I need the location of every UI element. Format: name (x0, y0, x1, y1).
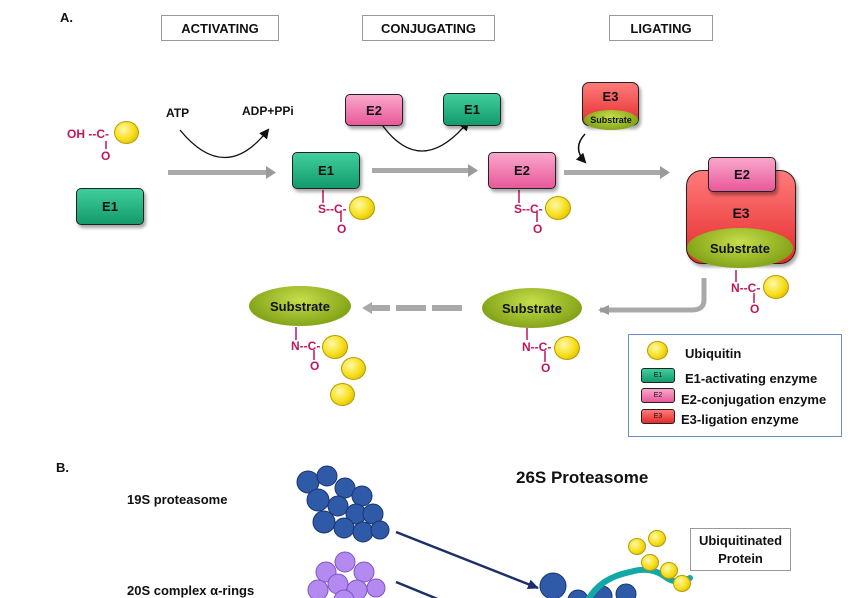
e3-curve-arrow (575, 133, 587, 164)
atp-label: ATP (166, 106, 190, 120)
substrate-complex: Substrate (687, 228, 793, 268)
ubiquitinated-line-1: Ubiquitinated (698, 533, 783, 548)
panel-a-letter: A. (60, 10, 73, 25)
atp-curve-arrow (179, 128, 270, 159)
grey-arrow-2 (372, 164, 478, 177)
legend-e3: E3-ligation enzyme (681, 412, 799, 427)
step-activating: ACTIVATING (161, 15, 279, 41)
ubiquitinated-protein-label: Ubiquitinated Protein (690, 528, 791, 571)
substrate-small: Substrate (584, 110, 638, 130)
ubiquitin-icon (349, 196, 375, 220)
e1-thioester-label: S--C- (318, 202, 347, 216)
step-ligating: LIGATING (609, 15, 713, 41)
e2-oxygen-label: O (533, 222, 543, 236)
e2-enzyme-top: E2 (345, 94, 403, 126)
legend-e1-swatch: E1 (641, 368, 675, 383)
ubiquitin-icon (341, 357, 366, 380)
ubiquitin-icon (628, 538, 646, 555)
label-20s-complex: 20S complex α-rings (127, 583, 255, 598)
e1-enzyme-loaded: E1 (292, 152, 360, 189)
e1-enzyme-free: E1 (76, 188, 144, 225)
ubiquitin-icon (114, 121, 139, 144)
substrate-mono-ubiquitinated: Substrate (482, 288, 582, 328)
legend-box: Ubiquitin E1 E1-activating enzyme E2 E2-… (628, 334, 842, 437)
legend-e2: E2-conjugation enzyme (681, 392, 827, 407)
legend-e1: E1-activating enzyme (685, 371, 818, 386)
mono-oxygen-label: O (541, 361, 551, 375)
ubiquitin-icon (545, 196, 571, 220)
mono-amide-label: N--C- (522, 340, 552, 354)
legend-e2-swatch: E2 (641, 388, 675, 403)
e2-e1-curve-arrow (379, 120, 470, 152)
ubiquitin-icon (648, 530, 666, 547)
oh-carboxyl-label: OH --C- (67, 127, 109, 141)
legend-ubiquitin-icon (647, 341, 668, 360)
e1-enzyme-released: E1 (443, 93, 501, 126)
e1-oxygen-label: O (337, 222, 347, 236)
substrate-poly-ubiquitinated: Substrate (249, 286, 351, 326)
legend-e3-swatch: E3 (641, 409, 675, 424)
panel-b-letter: B. (56, 460, 69, 475)
grey-dashed-arrow (362, 302, 462, 314)
e2-enzyme-complex: E2 (708, 157, 776, 192)
ubiquitin-icon (322, 335, 348, 359)
proteasome-title: 26S Proteasome (516, 468, 649, 487)
proteasome-19s-cluster (296, 465, 390, 543)
e2-enzyme-loaded: E2 (488, 152, 556, 189)
ubiquitin-icon (660, 562, 678, 579)
complex-amide-label: N--C- (731, 281, 761, 295)
grey-return-arrow (598, 278, 707, 315)
arrow-20s (395, 580, 439, 598)
ubiquitinated-line-2: Protein (718, 551, 763, 566)
oxygen-label: O (101, 149, 111, 163)
proteasome-20s-cluster (307, 551, 386, 598)
ubiquitin-icon (330, 383, 355, 406)
adp-label: ADP+PPi (242, 104, 294, 118)
legend-ubiquitin: Ubiquitin (685, 346, 742, 361)
e2-thioester-label: S--C- (514, 202, 543, 216)
ubiquitin-icon (673, 575, 691, 592)
ubiquitin-icon (641, 554, 659, 571)
ubiquitin-icon (763, 275, 789, 299)
arrow-19s (395, 530, 539, 590)
ubiquitin-icon (554, 336, 580, 360)
poly-oxygen-label: O (310, 359, 320, 373)
complex-oxygen-label: O (750, 302, 760, 316)
label-19s-proteasome: 19S proteasome (127, 492, 228, 507)
step-conjugating: CONJUGATING (362, 15, 495, 41)
poly-amide-label: N--C- (291, 339, 321, 353)
grey-arrow-3 (564, 166, 670, 179)
grey-arrow-1 (168, 166, 276, 179)
